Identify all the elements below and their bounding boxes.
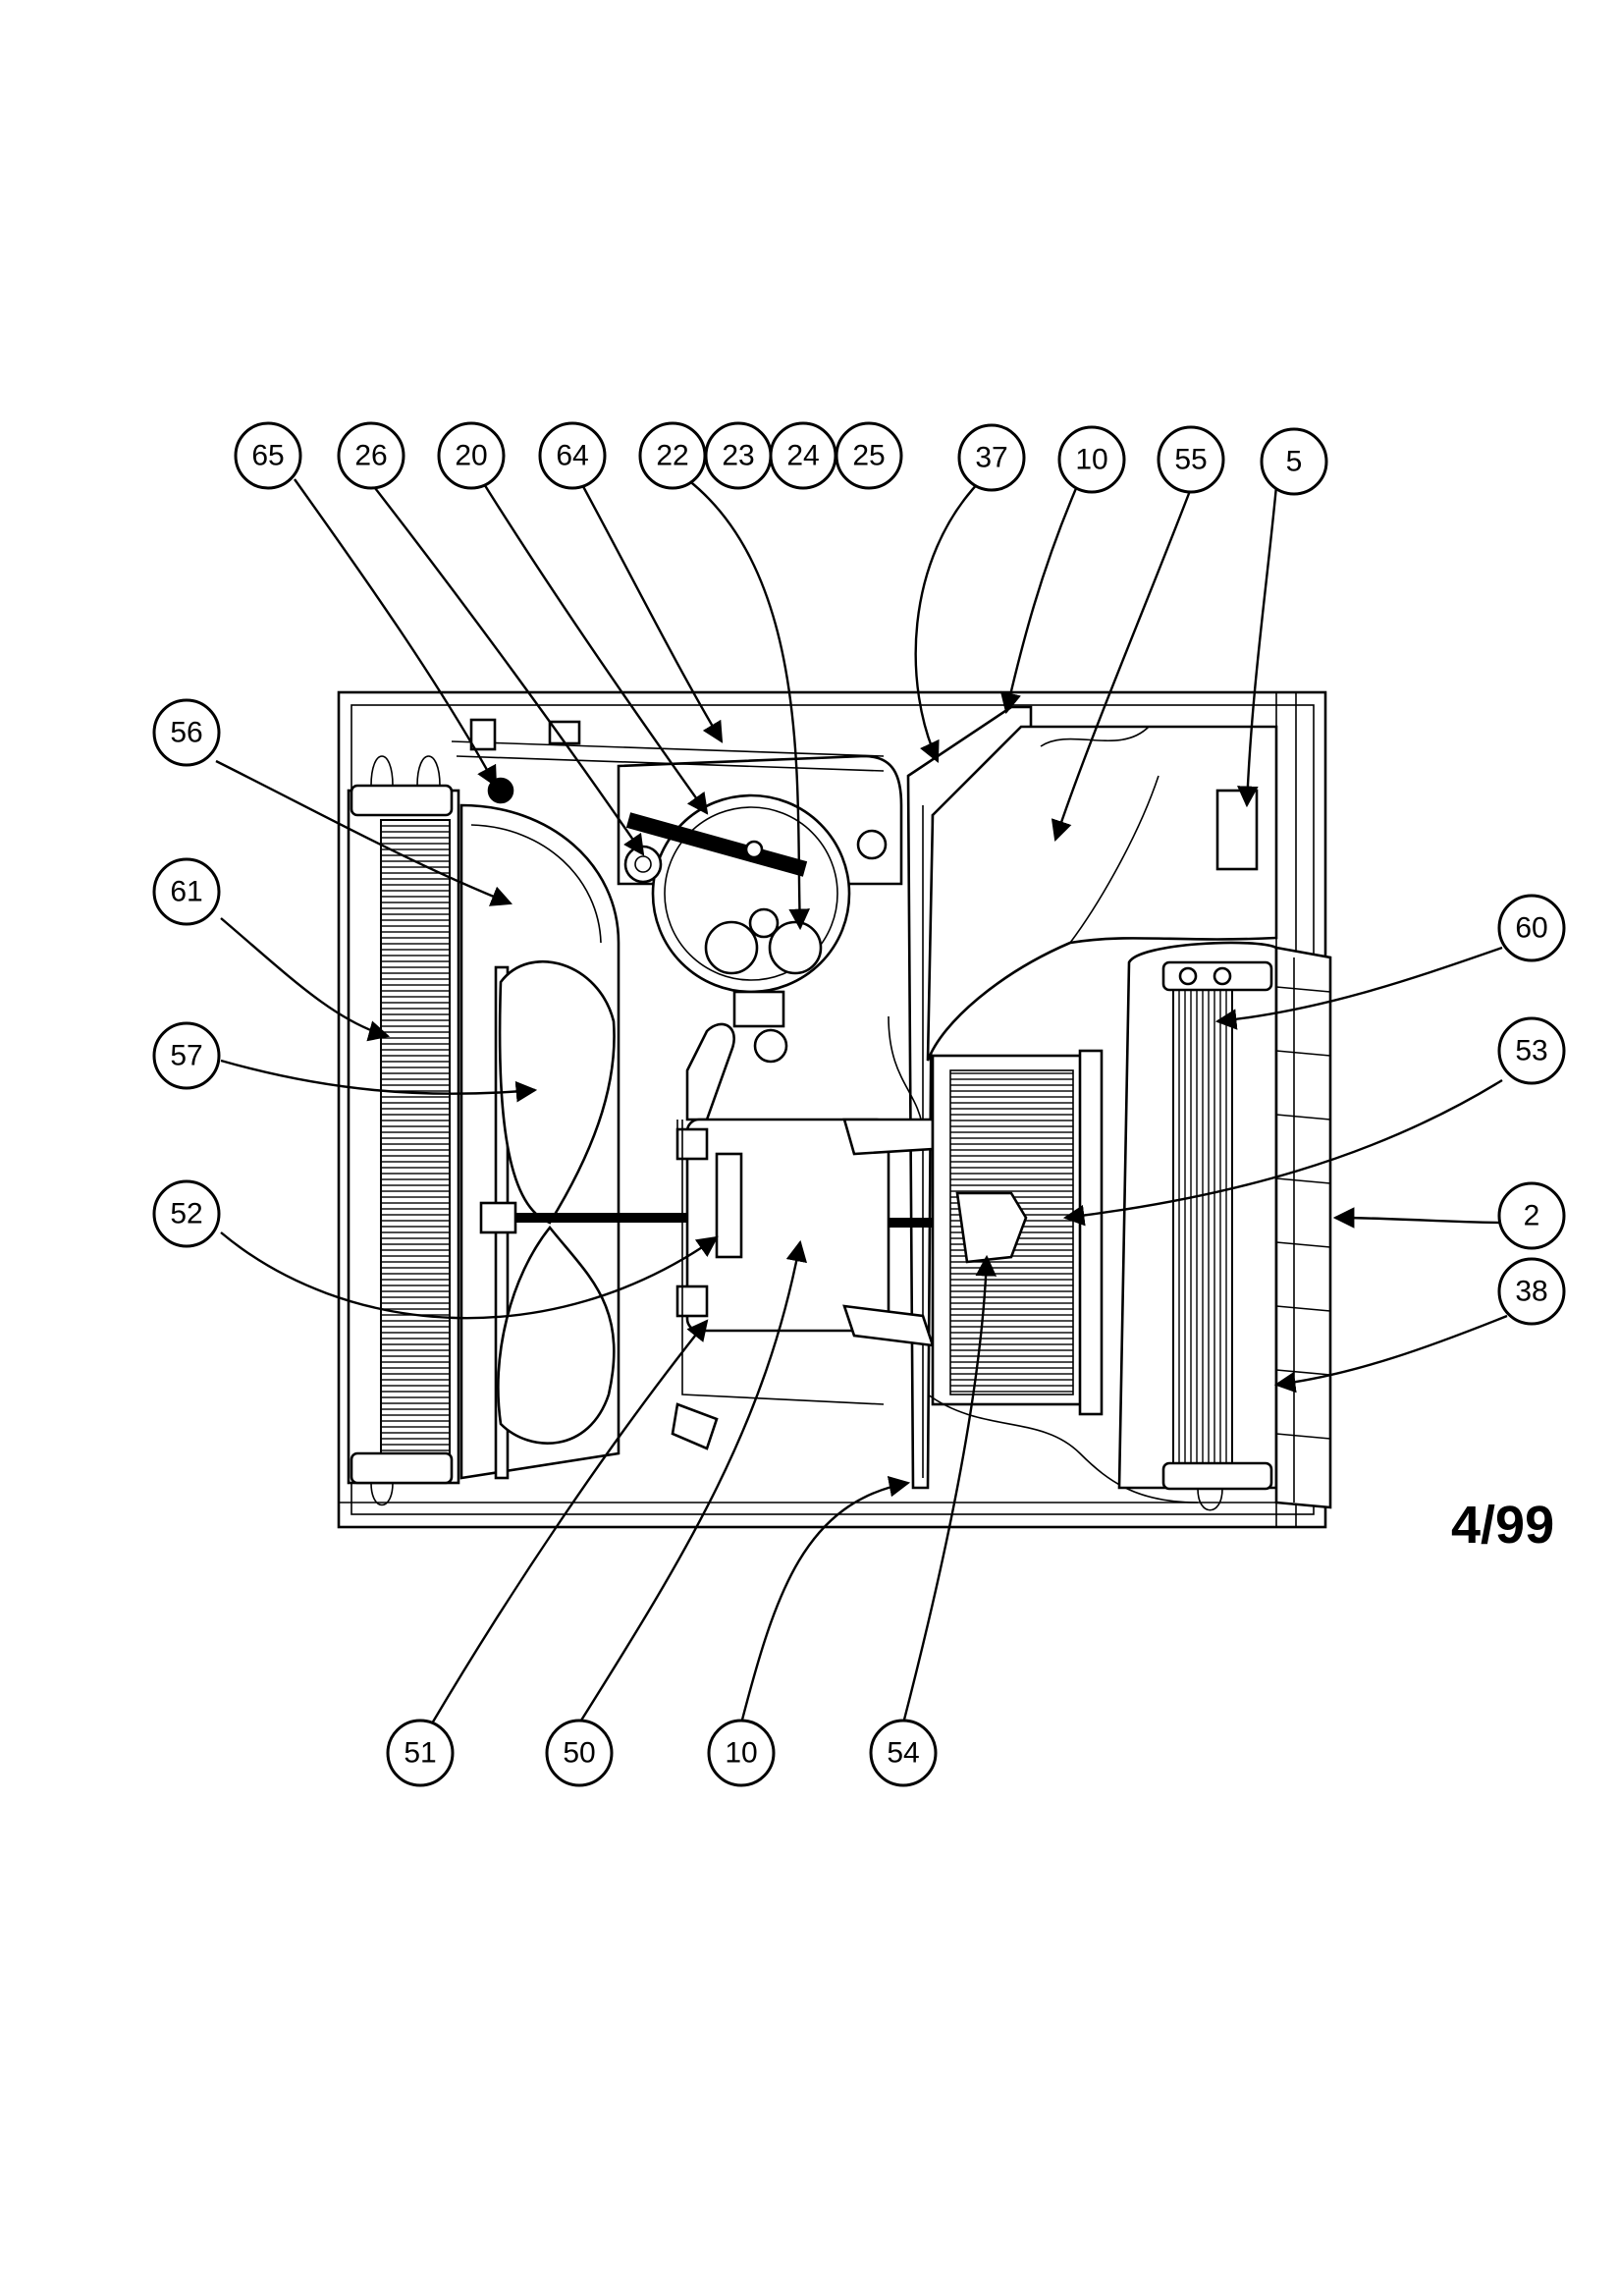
callout-61: 61 bbox=[152, 857, 221, 926]
callout-label-37: 37 bbox=[975, 442, 1007, 474]
leader-51 bbox=[430, 1319, 709, 1724]
callout-53: 53 bbox=[1497, 1016, 1566, 1085]
callout-51: 51 bbox=[386, 1719, 455, 1787]
callout-label-60: 60 bbox=[1515, 912, 1547, 945]
front-grille bbox=[1274, 946, 1332, 1509]
callout-56: 56 bbox=[152, 698, 221, 767]
callout-22: 22 bbox=[638, 421, 707, 490]
callout-20: 20 bbox=[437, 421, 506, 490]
callout-37: 37 bbox=[957, 423, 1026, 492]
compressor bbox=[451, 718, 903, 1149]
callout-24: 24 bbox=[769, 421, 837, 490]
callout-label-55: 55 bbox=[1174, 444, 1207, 476]
callout-label-20: 20 bbox=[455, 440, 487, 472]
leader-56 bbox=[215, 759, 513, 906]
condenser-fan-blade bbox=[479, 959, 616, 1445]
callout-label-64: 64 bbox=[556, 440, 588, 472]
condenser-coil bbox=[347, 755, 460, 1506]
callout-5: 5 bbox=[1260, 427, 1328, 496]
leader-2 bbox=[1332, 1207, 1508, 1229]
leader-60 bbox=[1214, 946, 1503, 1030]
callout-label-54: 54 bbox=[887, 1737, 919, 1770]
air-scroll-housing bbox=[926, 725, 1278, 1503]
leader-20 bbox=[479, 478, 709, 815]
callout-52: 52 bbox=[152, 1179, 221, 1248]
leader-64 bbox=[577, 478, 724, 743]
leader-22-25 bbox=[686, 478, 811, 931]
callout-label-10-bottom: 10 bbox=[725, 1737, 757, 1770]
callout-label-24: 24 bbox=[786, 440, 819, 472]
leader-57 bbox=[220, 1059, 538, 1103]
leader-10-top bbox=[999, 478, 1082, 715]
evaporator-coil bbox=[1117, 941, 1278, 1511]
callout-label-38: 38 bbox=[1515, 1276, 1547, 1308]
leader-37 bbox=[914, 478, 983, 763]
callout-label-61: 61 bbox=[170, 876, 202, 908]
leader-lines bbox=[215, 478, 1508, 1724]
leader-38 bbox=[1273, 1314, 1508, 1394]
callout-10-top: 10 bbox=[1057, 425, 1126, 494]
callout-65: 65 bbox=[234, 421, 302, 490]
leader-54 bbox=[901, 1254, 998, 1724]
callout-label-10-top: 10 bbox=[1075, 444, 1107, 476]
leader-53 bbox=[1062, 1078, 1503, 1227]
leader-50 bbox=[577, 1239, 807, 1724]
callout-55: 55 bbox=[1157, 425, 1225, 494]
blower-wheel bbox=[931, 1049, 1104, 1416]
callout-60: 60 bbox=[1497, 894, 1566, 962]
leader-61 bbox=[220, 917, 391, 1042]
callout-label-25: 25 bbox=[852, 440, 885, 472]
callout-label-51: 51 bbox=[404, 1737, 436, 1770]
callout-26: 26 bbox=[337, 421, 405, 490]
callout-57: 57 bbox=[152, 1021, 221, 1090]
callout-label-57: 57 bbox=[170, 1040, 202, 1072]
callout-25: 25 bbox=[835, 421, 903, 490]
callout-label-23: 23 bbox=[722, 440, 754, 472]
callout-54: 54 bbox=[869, 1719, 938, 1787]
callout-label-56: 56 bbox=[170, 717, 202, 749]
leader-10-bottom bbox=[739, 1476, 911, 1724]
leader-52 bbox=[220, 1231, 719, 1320]
callout-23: 23 bbox=[704, 421, 773, 490]
callout-label-5: 5 bbox=[1286, 446, 1303, 478]
callout-2: 2 bbox=[1497, 1181, 1566, 1250]
leader-65 bbox=[294, 478, 498, 788]
leader-5 bbox=[1237, 485, 1278, 808]
callout-label-2: 2 bbox=[1524, 1200, 1540, 1232]
page-code: 4/99 bbox=[1451, 1496, 1555, 1555]
leader-26 bbox=[367, 478, 645, 856]
callout-label-26: 26 bbox=[354, 440, 387, 472]
callout-label-65: 65 bbox=[251, 440, 284, 472]
callout-label-22: 22 bbox=[656, 440, 688, 472]
callout-64: 64 bbox=[538, 421, 607, 490]
callout-38: 38 bbox=[1497, 1257, 1566, 1326]
callout-50: 50 bbox=[545, 1719, 614, 1787]
callout-label-52: 52 bbox=[170, 1198, 202, 1230]
callout-10-bottom: 10 bbox=[707, 1719, 776, 1787]
callout-label-53: 53 bbox=[1515, 1035, 1547, 1067]
callout-label-50: 50 bbox=[563, 1737, 595, 1770]
leader-55 bbox=[1051, 482, 1195, 843]
